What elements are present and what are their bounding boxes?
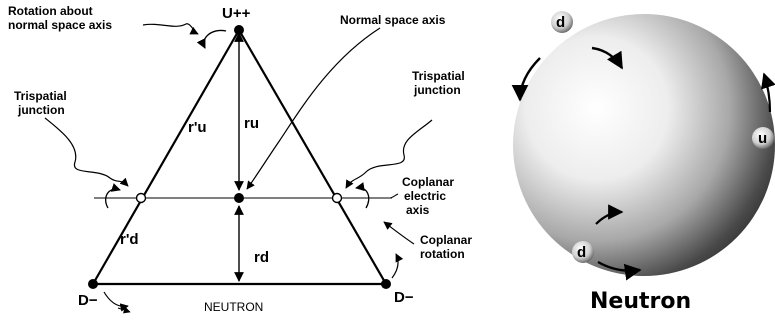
d-left-label: D− — [78, 292, 98, 309]
coplanar-rotation-label-2: rotation — [420, 247, 465, 261]
coplanar-axis-label-3: axis — [406, 203, 430, 217]
coplanar-axis-label-2: electric — [404, 189, 446, 203]
motion-arrow-right-edge — [761, 72, 775, 113]
rotation-label-line2: normal space axis — [8, 18, 112, 32]
trispatial-junction-right-point — [331, 192, 343, 204]
trispatial-left-leader — [44, 117, 129, 187]
top-vertex-label: U++ — [222, 5, 251, 22]
quark-d-top-bubble — [551, 11, 573, 33]
quark-d-bottom-label: d — [577, 244, 586, 261]
trispatial-junction-left-point — [135, 192, 147, 204]
ru-prime-label: r'u — [188, 119, 207, 136]
coplanar-axis-label-1: Coplanar — [402, 175, 454, 189]
rotation-label-line1: Rotation about — [8, 4, 93, 18]
rd-prime-label: r'd — [120, 231, 139, 248]
triangle-right-edge — [238, 29, 387, 285]
quark-u-label: u — [758, 130, 767, 147]
trispatial-right-leader — [345, 119, 433, 189]
normal-axis-label: Normal space axis — [340, 13, 446, 27]
neutron-caption: Neutron — [590, 289, 691, 314]
motion-arrow-center — [595, 204, 624, 225]
trispatial-right-label-1: Trispatial — [412, 69, 465, 83]
coplanar-rotation-label-1: Coplanar — [420, 233, 472, 247]
quark-d-top-label: d — [556, 14, 565, 31]
d-quark-vertex-right — [381, 279, 391, 289]
d-right-label: D− — [394, 289, 414, 306]
motion-arrow-left — [511, 57, 541, 102]
trispatial-right-label-2: junction — [413, 83, 461, 97]
left-axis-rotation-arrow — [105, 183, 121, 209]
trispatial-left-label-2: junction — [17, 103, 65, 117]
coplanar-rotation-leader — [383, 221, 415, 245]
rotation-label-leader — [142, 23, 199, 35]
quark-d-bottom-bubble — [572, 241, 594, 263]
neutron-sphere — [513, 14, 775, 276]
normal-axis-leader — [246, 27, 381, 190]
center-point — [234, 193, 244, 203]
d-right-rotation-arrow — [391, 253, 404, 279]
right-axis-rotation-arrow — [355, 182, 370, 209]
u-quark-vertex — [234, 25, 244, 35]
trispatial-left-label-1: Trispatial — [14, 89, 67, 103]
motion-arrow-top-right — [591, 46, 624, 70]
rotation-normal-axis-arrow — [196, 29, 227, 49]
d-left-rotation-arrow — [103, 291, 129, 312]
ru-label: ru — [244, 115, 259, 132]
triangle-left-edge — [92, 29, 240, 285]
motion-arrow-bottom — [597, 260, 642, 281]
coplanar-axis-leader — [389, 193, 399, 199]
neutron-sphere-illustration: d u d Neutron — [511, 11, 775, 314]
quark-u-bubble — [752, 127, 774, 149]
d-left-small-arrow — [117, 306, 131, 314]
d-quark-vertex-left — [88, 279, 98, 289]
triangle-diagram: Rotation about normal space axis U++ Nor… — [8, 4, 472, 314]
rd-label: rd — [254, 249, 269, 266]
neutron-diagram-title: NEUTRON — [204, 300, 263, 314]
